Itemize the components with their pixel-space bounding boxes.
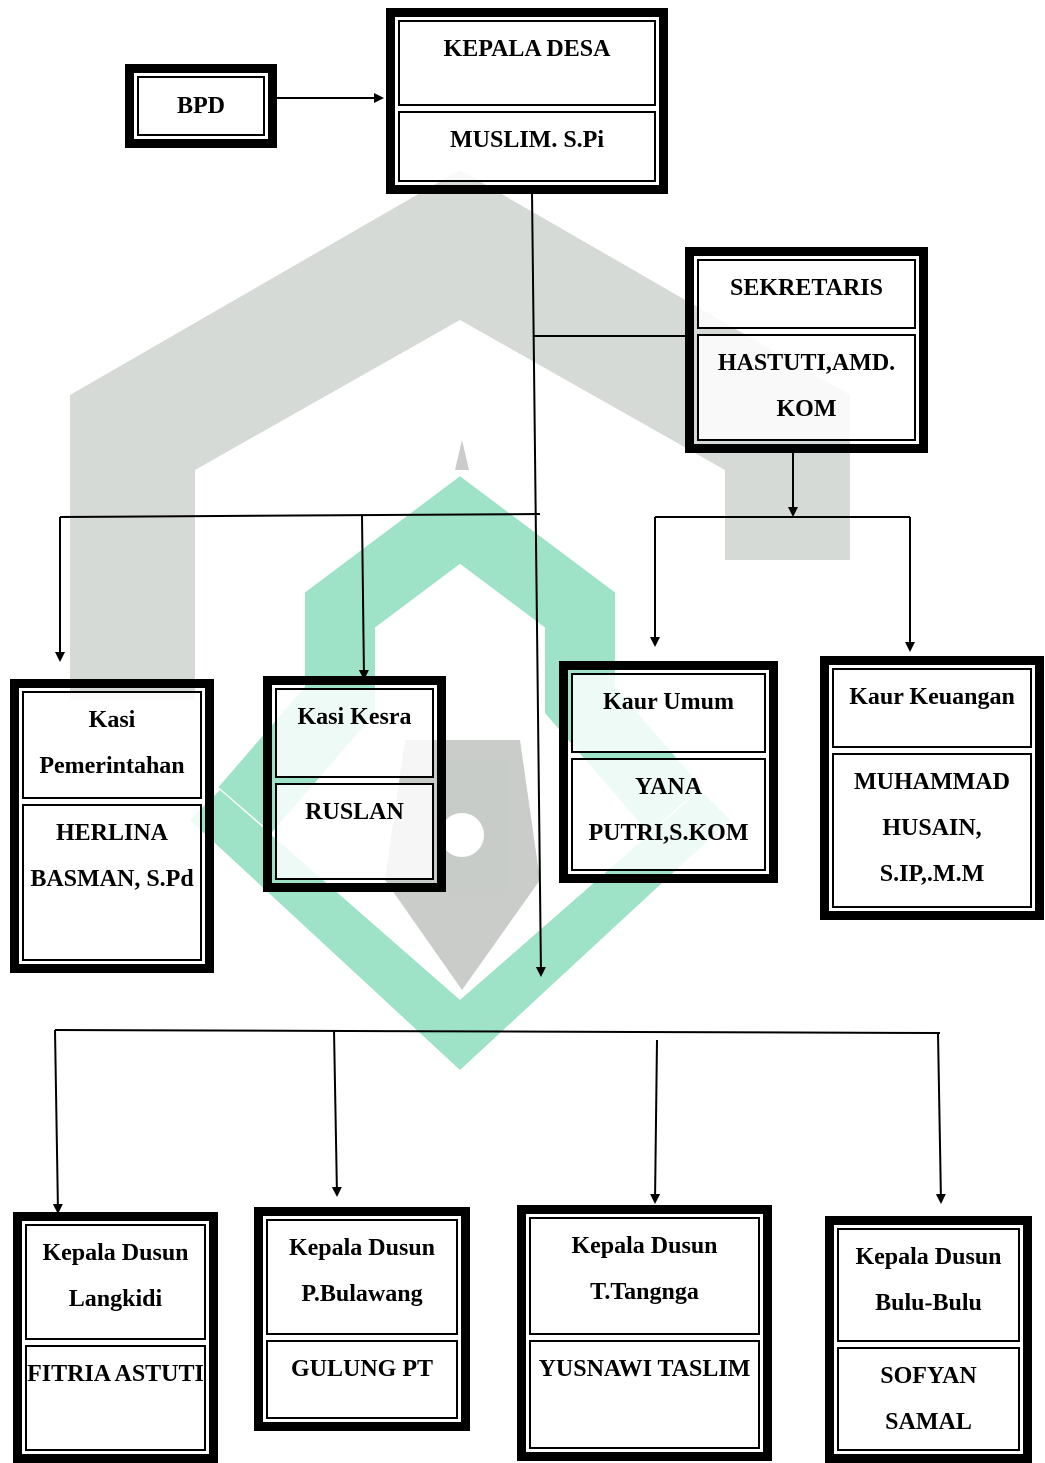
kasi-pemerintahan-title-cell: Kasi Pemerintahan xyxy=(22,691,202,799)
bpd-label: BPD xyxy=(177,93,225,119)
dusun-pbulawang-title: Kepala Dusun P.Bulawang xyxy=(288,1235,436,1307)
kasi-kesra-name: RUSLAN xyxy=(305,799,404,825)
main-vertical-line xyxy=(531,191,546,977)
kepala-desa-name-cell: MUSLIM. S.Pi xyxy=(398,111,656,182)
kaur-keuangan-title: Kaur Keuangan xyxy=(849,684,1015,710)
kepala-desa-title: KEPALA DESA xyxy=(443,36,611,62)
kaur-umum-box: Kaur Umum YANA PUTRI,S.KOM xyxy=(559,661,778,883)
watermark-house-icon xyxy=(70,170,850,700)
kaur-umum-name-cell: YANA PUTRI,S.KOM xyxy=(571,758,766,871)
kasi-kesra-name-cell: RUSLAN xyxy=(275,783,434,880)
dusun-langkidi-name-cell: FITRIA ASTUTI xyxy=(25,1345,206,1451)
dusun-ttangnga-title: Kepala Dusun T.Tangnga xyxy=(571,1233,718,1305)
dusun-pbulawang-arrow xyxy=(331,1029,342,1197)
dusun-pbulawang-box: Kepala Dusun P.Bulawang GULUNG PT xyxy=(254,1207,470,1431)
kaur-umum-title: Kaur Umum xyxy=(603,689,734,715)
dusun-langkidi-name: FITRIA ASTUTI xyxy=(27,1361,204,1387)
kaur-keuangan-title-cell: Kaur Keuangan xyxy=(832,668,1032,748)
sekretaris-name-cell: HASTUTI,AMD. KOM xyxy=(697,334,916,441)
dusun-ttangnga-arrow xyxy=(650,1039,661,1204)
dusun-langkidi-arrow xyxy=(52,1029,63,1214)
dusun-pbulawang-name: GULUNG PT xyxy=(290,1356,433,1382)
dusun-pbulawang-name-cell: GULUNG PT xyxy=(266,1340,458,1419)
kepala-desa-name: MUSLIM. S.Pi xyxy=(449,127,604,153)
sekretaris-title: SEKRETARIS xyxy=(730,275,883,301)
dusun-ttangnga-name: YUSNAWI TASLIM xyxy=(538,1356,751,1382)
kasi-pemerintahan-title: Kasi Pemerintahan xyxy=(39,707,185,779)
kaur-keuangan-name-cell: MUHAMMAD HUSAIN, S.IP,.M.M xyxy=(832,753,1032,908)
sekretaris-title-cell: SEKRETARIS xyxy=(697,259,916,329)
dusun-ttangnga-box: Kepala Dusun T.Tangnga YUSNAWI TASLIM xyxy=(517,1205,772,1461)
dusun-bulubulu-title-cell: Kepala Dusun Bulu-Bulu xyxy=(837,1228,1020,1342)
kaur-umum-name: YANA PUTRI,S.KOM xyxy=(588,774,749,846)
kepala-desa-title-cell: KEPALA DESA xyxy=(398,20,656,106)
kasi-pemerintahan-name: HERLINA BASMAN, S.Pd xyxy=(30,820,194,892)
kasi-pemerintahan-box: Kasi Pemerintahan HERLINA BASMAN, S.Pd xyxy=(10,679,214,973)
kasi-branch-line xyxy=(59,513,541,518)
dusun-ttangnga-name-cell: YUSNAWI TASLIM xyxy=(529,1340,760,1449)
dusun-pbulawang-title-cell: Kepala Dusun P.Bulawang xyxy=(266,1219,458,1335)
dusun-bulubulu-name-cell: SOFYAN SAMAL xyxy=(837,1347,1020,1451)
dusun-bulubulu-arrow xyxy=(935,1032,946,1204)
dusun-langkidi-title-cell: Kepala Dusun Langkidi xyxy=(25,1224,206,1340)
bpd-cell: BPD xyxy=(137,76,265,136)
kaur-keuangan-box: Kaur Keuangan MUHAMMAD HUSAIN, S.IP,.M.M xyxy=(820,656,1044,920)
kasi-kesra-box: Kasi Kesra RUSLAN xyxy=(263,676,446,892)
dusun-langkidi-title: Kepala Dusun Langkidi xyxy=(42,1240,189,1312)
dusun-langkidi-box: Kepala Dusun Langkidi FITRIA ASTUTI xyxy=(13,1212,218,1463)
dusun-branch-line xyxy=(54,1029,941,1034)
dusun-bulubulu-name: SOFYAN SAMAL xyxy=(880,1363,977,1435)
kaur-keuangan-name: MUHAMMAD HUSAIN, S.IP,.M.M xyxy=(854,769,1010,887)
sekretaris-box: SEKRETARIS HASTUTI,AMD. KOM xyxy=(685,247,928,453)
kasi-kesra-title-cell: Kasi Kesra xyxy=(275,688,434,778)
sekretaris-name: HASTUTI,AMD. KOM xyxy=(717,350,896,422)
kasi-kesra-title: Kasi Kesra xyxy=(297,704,412,730)
kepala-desa-box: KEPALA DESA MUSLIM. S.Pi xyxy=(386,8,668,194)
kaur-umum-title-cell: Kaur Umum xyxy=(571,673,766,753)
kasi-pemerintahan-name-cell: HERLINA BASMAN, S.Pd xyxy=(22,804,202,961)
dusun-bulubulu-title: Kepala Dusun Bulu-Bulu xyxy=(855,1244,1002,1316)
dusun-ttangnga-title-cell: Kepala Dusun T.Tangnga xyxy=(529,1217,760,1335)
kasi-kesra-arrow xyxy=(358,515,369,680)
bpd-box: BPD xyxy=(125,64,277,148)
dusun-bulubulu-box: Kepala Dusun Bulu-Bulu SOFYAN SAMAL xyxy=(825,1216,1032,1463)
